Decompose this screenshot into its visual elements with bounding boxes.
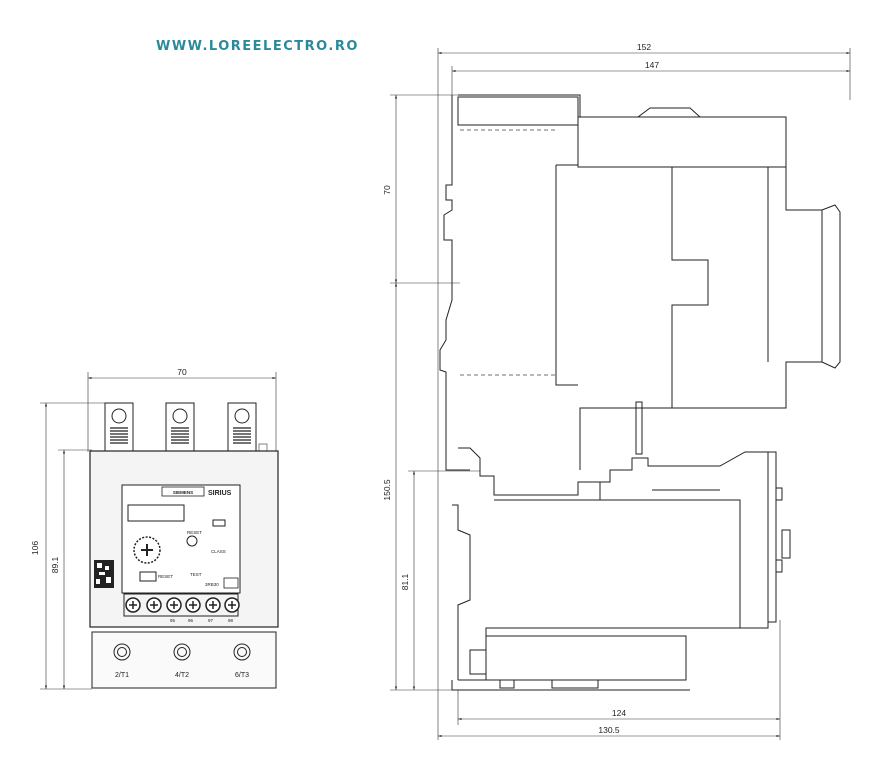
class-label: CLASS xyxy=(211,549,226,554)
dim-side-81-1: 81.1 xyxy=(400,573,410,590)
terminal-label-t2: 4/T2 xyxy=(175,672,189,679)
terminal-label-t3: 6/T3 xyxy=(235,672,249,679)
aux-label-97: 97 xyxy=(208,618,214,623)
reset-button xyxy=(186,535,198,547)
overload-relay-outline xyxy=(451,447,791,691)
dim-side-124: 124 xyxy=(612,708,626,718)
reset-label: RESET xyxy=(187,530,202,535)
dim-front-width: 70 xyxy=(177,367,187,377)
aux-label-96: 96 xyxy=(188,618,194,623)
model-label: 3RB30 xyxy=(205,582,219,587)
side-view: 152 147 70 150.5 81.1 124 130.5 xyxy=(382,42,851,740)
dim-side-152: 152 xyxy=(637,42,651,52)
auto-reset-label: RESET xyxy=(158,574,173,579)
top-terminal-lugs xyxy=(104,402,268,453)
dim-front-height-body: 89.1 xyxy=(50,556,60,573)
qr-code-icon xyxy=(94,560,114,588)
dim-side-150-5: 150.5 xyxy=(382,479,392,501)
contactor-outline xyxy=(439,94,841,471)
brand-label: SIEMENS xyxy=(173,490,193,495)
dim-side-70: 70 xyxy=(382,185,392,195)
terminal-label-t1: 2/T1 xyxy=(115,672,129,679)
aux-terminal-screws: 95 96 97 98 xyxy=(123,593,240,623)
dim-front-height-total: 106 xyxy=(30,541,40,555)
dim-side-130-5: 130.5 xyxy=(598,725,620,735)
bottom-terminal-holes xyxy=(113,643,251,661)
aux-label-95: 95 xyxy=(170,618,176,623)
aux-label-98: 98 xyxy=(228,618,234,623)
series-label: SIRIUS xyxy=(208,490,232,497)
dim-side-147: 147 xyxy=(645,60,659,70)
test-label: TEST xyxy=(190,572,202,577)
front-view: 70 106 89.1 xyxy=(30,367,279,690)
watermark-text: WWW.LOREELECTRO.RO xyxy=(156,39,359,54)
